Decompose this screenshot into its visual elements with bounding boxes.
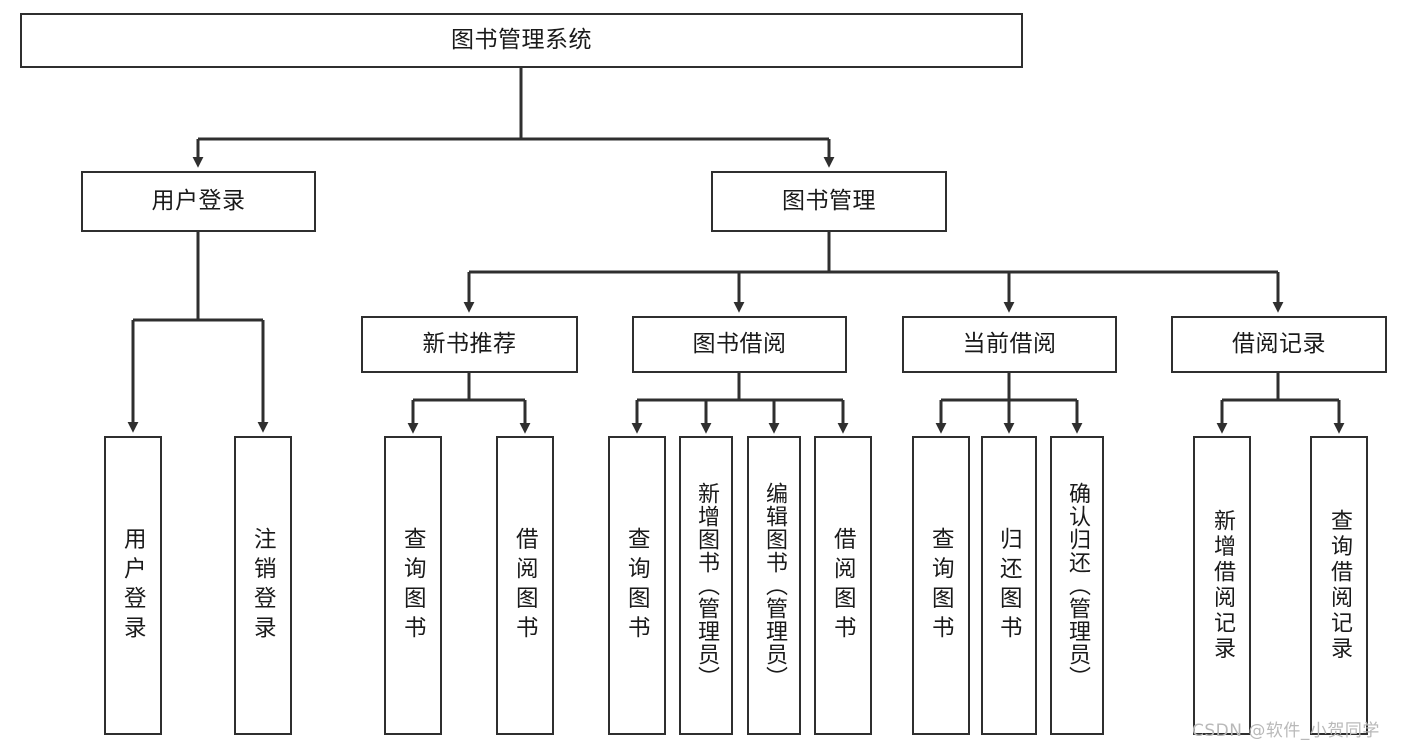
node-borrow-record-label: 借阅记录 [1232, 331, 1326, 358]
node-leaf-confirm-return[interactable]: 确认归还（管理员） [1050, 436, 1104, 735]
node-root[interactable]: 图书管理系统 [20, 13, 1023, 68]
node-leaf-borrow-book-2-label: 借阅图书 [830, 526, 857, 645]
node-book-borrow-label: 图书借阅 [692, 331, 787, 358]
node-leaf-return-book[interactable]: 归还图书 [981, 436, 1037, 735]
node-current-borrow-label: 当前借阅 [962, 331, 1057, 358]
node-leaf-confirm-return-label: 确认归还（管理员） [1065, 482, 1090, 689]
node-current-borrow[interactable]: 当前借阅 [902, 316, 1117, 373]
node-new-book-rec-label: 新书推荐 [422, 331, 517, 358]
node-leaf-return-book-label: 归还图书 [996, 526, 1023, 645]
node-leaf-logout-label: 注销登录 [250, 526, 277, 645]
node-book-borrow[interactable]: 图书借阅 [632, 316, 847, 373]
node-leaf-add-book-label: 新增图书（管理员） [694, 482, 719, 689]
node-leaf-query-record[interactable]: 查询借阅记录 [1310, 436, 1368, 735]
node-book-manage-label: 图书管理 [782, 188, 876, 215]
node-leaf-query-book-3-label: 查询图书 [928, 526, 955, 645]
node-new-book-rec[interactable]: 新书推荐 [361, 316, 578, 373]
node-leaf-query-book-1-label: 查询图书 [400, 526, 427, 645]
node-leaf-user-login-label: 用户登录 [120, 526, 147, 645]
node-leaf-borrow-book-2[interactable]: 借阅图书 [814, 436, 872, 735]
node-borrow-record[interactable]: 借阅记录 [1171, 316, 1387, 373]
node-leaf-query-book-1[interactable]: 查询图书 [384, 436, 442, 735]
node-book-manage[interactable]: 图书管理 [711, 171, 947, 232]
node-root-label: 图书管理系统 [451, 27, 592, 54]
node-leaf-add-book[interactable]: 新增图书（管理员） [679, 436, 733, 735]
node-leaf-add-record-label: 新增借阅记录 [1210, 509, 1235, 662]
node-leaf-borrow-book-1[interactable]: 借阅图书 [496, 436, 554, 735]
node-leaf-query-book-3[interactable]: 查询图书 [912, 436, 970, 735]
node-leaf-query-book-2[interactable]: 查询图书 [608, 436, 666, 735]
node-leaf-query-record-label: 查询借阅记录 [1327, 509, 1352, 662]
node-leaf-add-record[interactable]: 新增借阅记录 [1193, 436, 1251, 735]
node-leaf-query-book-2-label: 查询图书 [624, 526, 651, 645]
node-user-login-label: 用户登录 [151, 188, 246, 215]
node-leaf-borrow-book-1-label: 借阅图书 [512, 526, 539, 645]
node-leaf-logout[interactable]: 注销登录 [234, 436, 292, 735]
node-leaf-user-login[interactable]: 用户登录 [104, 436, 162, 735]
node-leaf-edit-book-label: 编辑图书（管理员） [762, 482, 787, 689]
node-user-login[interactable]: 用户登录 [81, 171, 316, 232]
node-leaf-edit-book[interactable]: 编辑图书（管理员） [747, 436, 801, 735]
